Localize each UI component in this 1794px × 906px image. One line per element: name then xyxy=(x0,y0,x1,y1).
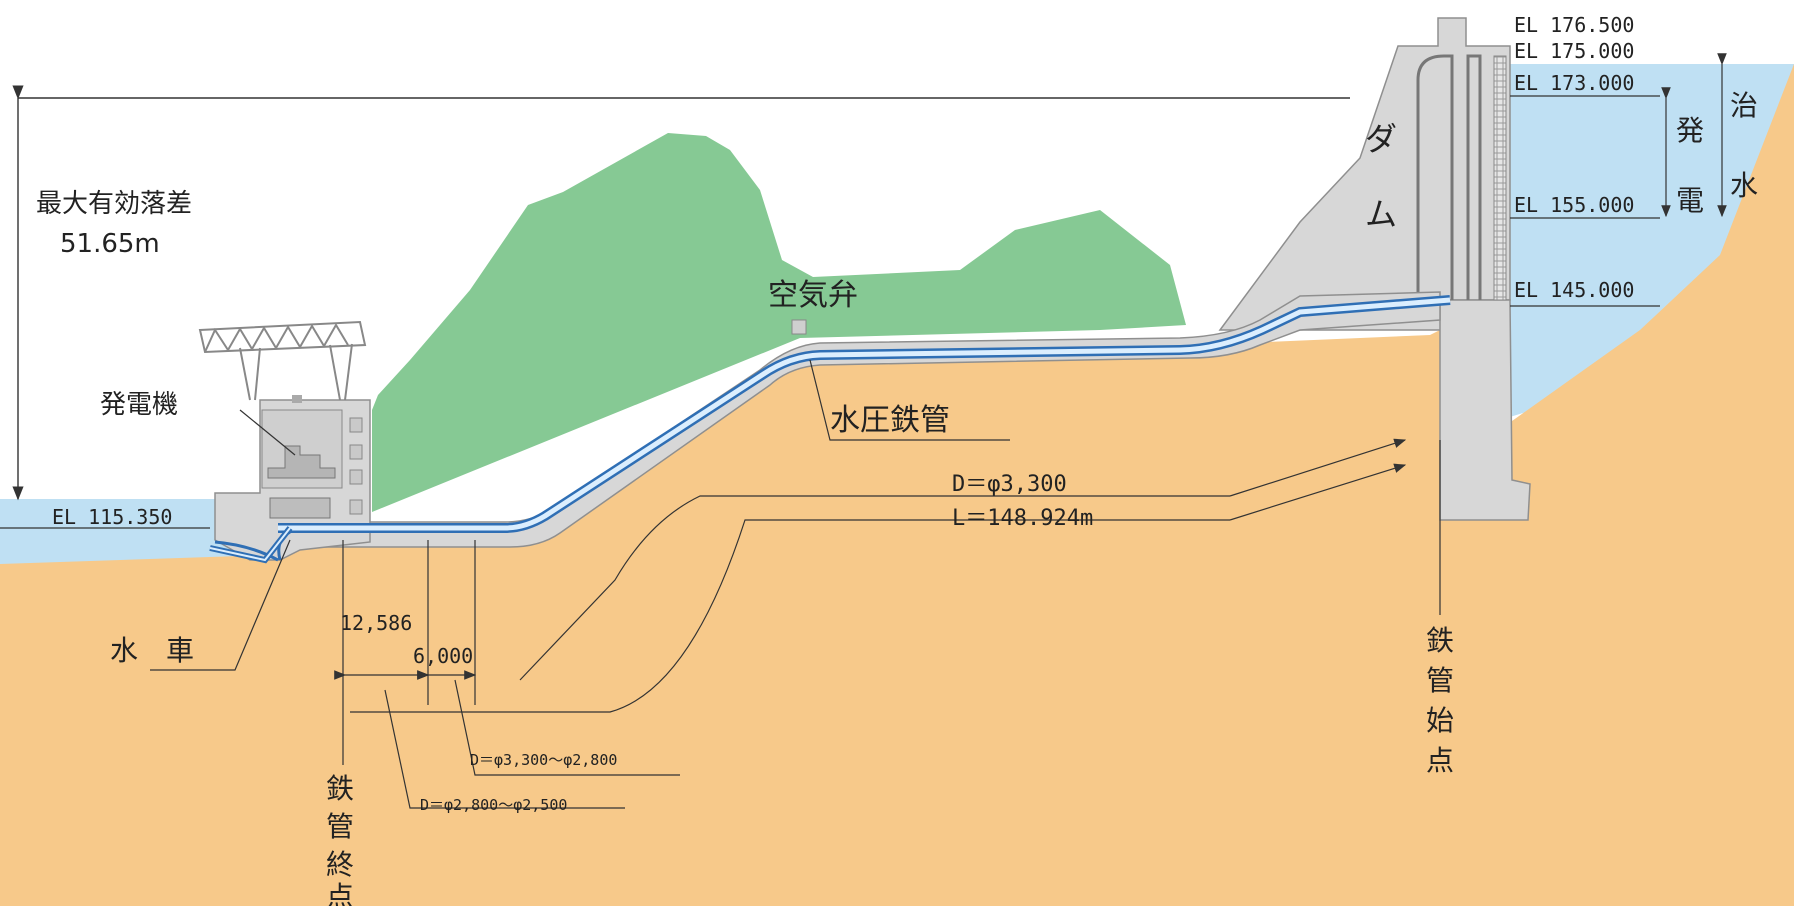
intake-shaft xyxy=(1416,54,1454,300)
el-176-label: EL 176.500 xyxy=(1514,13,1634,37)
flood-label-1: 治 xyxy=(1730,89,1758,122)
dim-12586-label: 12,586 xyxy=(340,611,412,635)
pipe-end-label-2: 管 xyxy=(326,810,354,843)
dam-label-2: ム xyxy=(1365,195,1397,233)
max-head-title: 最大有効落差 xyxy=(36,189,192,219)
pipe-end-label-4: 点 xyxy=(326,880,354,906)
el-115-label: EL 115.350 xyxy=(52,505,172,529)
flood-label-2: 水 xyxy=(1730,169,1758,202)
diameter-main-label: D＝φ3,300 xyxy=(952,472,1067,497)
tailrace-water xyxy=(0,499,240,566)
ground xyxy=(0,64,1794,906)
power-label-1: 発 xyxy=(1676,114,1704,147)
max-head-dimension xyxy=(12,85,1350,501)
diameter-taper2-label: D＝φ2,800～φ2,500 xyxy=(420,796,567,814)
generator-label: 発電機 xyxy=(100,390,178,420)
gantry-crane xyxy=(198,320,367,401)
pipe-start-label-4: 点 xyxy=(1426,744,1454,777)
leader-lines xyxy=(150,359,1441,809)
power-label-2: 電 xyxy=(1676,184,1704,217)
pipe-start-label-3: 始 xyxy=(1426,704,1454,737)
air-valve-block xyxy=(791,319,807,335)
air-valve-label: 空気弁 xyxy=(768,278,858,313)
intake-screen xyxy=(1493,55,1507,301)
dam-label-1: ダ xyxy=(1365,120,1397,158)
pipe-end-label-3: 終 xyxy=(326,848,354,881)
diameter-taper1-label: D＝φ3,300～φ2,800 xyxy=(470,751,617,769)
pipe-start-label-1: 鉄 xyxy=(1426,624,1454,657)
pipe-start-label-2: 管 xyxy=(1426,664,1454,697)
penstock-encasement xyxy=(279,291,1441,548)
penstock-label: 水圧鉄管 xyxy=(830,403,950,438)
el-145-label: EL 145.000 xyxy=(1514,278,1634,302)
el-155-label: EL 155.000 xyxy=(1514,193,1634,217)
max-head-value: 51.65m xyxy=(60,229,160,259)
el-175-label: EL 175.000 xyxy=(1514,39,1634,63)
generator-icon xyxy=(267,445,336,479)
turbine-label: 水 車 xyxy=(110,634,194,667)
green-hill xyxy=(372,133,1186,512)
dim-6000-label: 6,000 xyxy=(413,644,473,668)
length-main-label: L＝148.924m xyxy=(952,506,1093,531)
el-173-label: EL 173.000 xyxy=(1514,71,1634,95)
pipe-end-label-1: 鉄 xyxy=(326,772,354,805)
